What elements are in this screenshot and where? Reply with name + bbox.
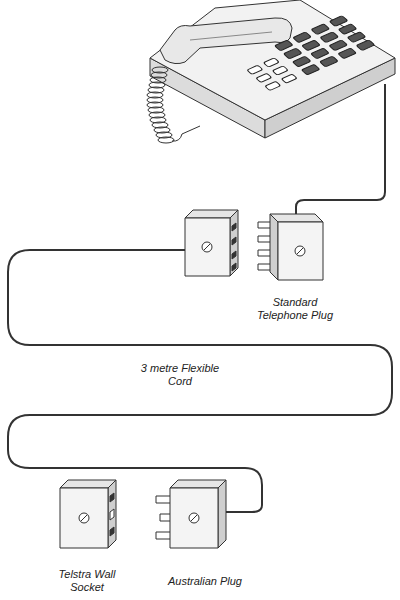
wall-socket-part bbox=[60, 488, 108, 548]
telephone-part-part bbox=[281, 74, 297, 83]
telephone-part-part bbox=[293, 32, 311, 43]
part-label: Australian Plug bbox=[150, 575, 260, 588]
telephone-cord-part bbox=[296, 84, 385, 216]
telephone-part-part bbox=[338, 48, 356, 59]
telephone-part-part bbox=[347, 32, 365, 43]
standard-plug-part bbox=[270, 214, 278, 280]
telephone-part bbox=[238, 16, 375, 92]
telephone-part-part bbox=[329, 40, 347, 51]
standard-plug bbox=[258, 214, 323, 280]
australian-plug-part bbox=[191, 515, 197, 521]
telephone-cord-part bbox=[8, 250, 392, 512]
wall-socket-part bbox=[110, 509, 114, 520]
adapter-socket-part bbox=[204, 244, 210, 250]
adapter-socket-part bbox=[232, 237, 236, 245]
australian-plug-part bbox=[156, 496, 171, 503]
standard-plug-part bbox=[295, 246, 305, 256]
telephone-part-part bbox=[265, 81, 281, 90]
australian-plug-part bbox=[160, 514, 171, 521]
standard-plug-part bbox=[278, 222, 323, 280]
wall-socket-part bbox=[110, 527, 114, 536]
coiled-cord bbox=[147, 67, 200, 143]
adapter-socket-part bbox=[202, 242, 212, 252]
telephone-part-part bbox=[283, 48, 301, 59]
adapter-socket-part bbox=[232, 223, 236, 231]
telephone-part-part bbox=[263, 58, 279, 67]
wall-socket bbox=[60, 480, 116, 548]
telephone-part-part bbox=[329, 16, 347, 27]
telephone-part-part bbox=[301, 64, 319, 75]
wall-socket-part bbox=[108, 480, 116, 548]
australian-plug-part bbox=[170, 488, 218, 548]
australian-plug-part bbox=[189, 513, 199, 523]
part-label: Standard Telephone Plug bbox=[250, 296, 340, 322]
telephone-part-part bbox=[356, 40, 374, 51]
telephone-part-part bbox=[272, 66, 288, 75]
standard-plug-part bbox=[297, 248, 303, 254]
adapter-socket-part bbox=[230, 210, 238, 276]
coiled-cord-part bbox=[172, 126, 200, 141]
adapter-socket-part bbox=[185, 210, 238, 218]
telephone-part-part bbox=[256, 73, 272, 82]
australian-plug-part bbox=[218, 480, 226, 548]
telephone-part-part bbox=[247, 65, 263, 74]
coiled-cord-part bbox=[158, 137, 174, 143]
telephone-part-part bbox=[311, 48, 329, 59]
australian-plug bbox=[156, 480, 226, 548]
adapter-socket-part bbox=[232, 251, 236, 259]
part-label: Telstra Wall Socket bbox=[48, 568, 126, 594]
telephone-part bbox=[150, 0, 395, 120]
telephone-part-part bbox=[292, 56, 310, 67]
telephone-part-part bbox=[275, 40, 293, 51]
adapter-socket-part bbox=[232, 263, 236, 271]
telephone-part bbox=[160, 18, 292, 64]
wall-socket-part bbox=[110, 493, 114, 502]
wall-socket-part bbox=[81, 515, 87, 521]
telephone bbox=[150, 0, 395, 138]
telephone-part-part bbox=[302, 40, 320, 51]
telephone-part-part bbox=[320, 56, 338, 67]
telephone-part bbox=[190, 32, 272, 40]
adapter-socket bbox=[185, 210, 238, 276]
wall-socket-part bbox=[60, 480, 116, 488]
telephone-part-part bbox=[338, 24, 356, 35]
telephone-part-part bbox=[320, 32, 338, 43]
australian-plug-part bbox=[156, 532, 171, 539]
wall-socket-part bbox=[79, 513, 89, 523]
telephone-part-part bbox=[311, 24, 329, 35]
telephone-cord bbox=[8, 84, 392, 512]
australian-plug-part bbox=[170, 480, 226, 488]
adapter-socket-part bbox=[185, 218, 230, 276]
standard-plug-part bbox=[270, 214, 323, 222]
part-label: 3 metre Flexible Cord bbox=[140, 362, 220, 388]
